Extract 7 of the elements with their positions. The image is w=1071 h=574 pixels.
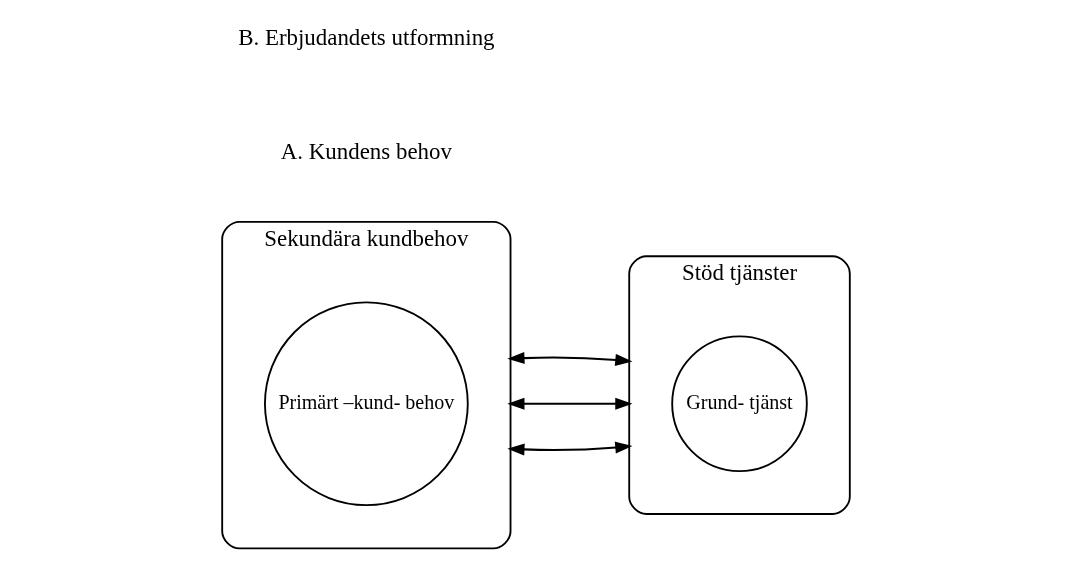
label: A. Kundens behov bbox=[280, 138, 452, 164]
label: B. Erbjudandets utformning bbox=[237, 25, 495, 51]
node-circle: Grund- tjänst bbox=[670, 335, 808, 472]
arrow bbox=[506, 441, 632, 456]
arrow bbox=[506, 352, 632, 366]
arrow bbox=[506, 397, 632, 410]
node-circle: Primärt –kund- behov bbox=[263, 301, 469, 507]
